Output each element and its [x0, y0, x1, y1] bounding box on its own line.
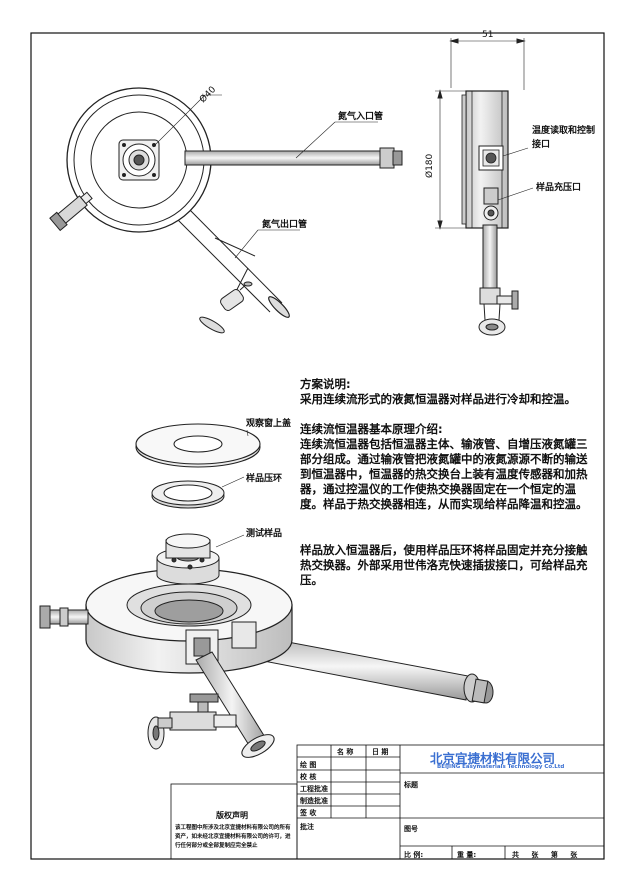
exploded-view [39, 423, 494, 758]
row-check: 校 核 [300, 773, 317, 781]
desc-heading-2: 连续流恒温器基本原理介绍: [300, 422, 443, 436]
nitrogen-inlet-label: 氮气入口管 [338, 112, 384, 122]
side-view [234, 38, 534, 336]
copyright-text: 该工程图中所涉及北京宜捷材料有限公司的所有资产，如未经北京宜捷材料有限公司的许可… [175, 825, 291, 849]
company-name-en: BEIJING Easymaterials Technology Co.Ltd [437, 764, 565, 770]
weight-label: 重 量: [457, 851, 477, 859]
row-mfg-approve: 制造批准 [300, 797, 328, 805]
desc-paragraph-1: 采用连续流形式的液氮恒温器对样品进行冷却和控温。 [300, 392, 576, 406]
scale-label: 比 例: [404, 851, 424, 859]
desc-paragraph-2: 连续流恒温器包括恒温器主体、输液管、自增压液氮罐三部分组成。通过输液管把液氮罐中… [300, 437, 588, 511]
row-receive: 签 收 [300, 809, 317, 817]
row-eng-approve: 工程批准 [300, 785, 328, 793]
remark-label: 批注 [300, 823, 314, 831]
sheet-label: 共 张 第 张 [512, 851, 578, 859]
desc-heading-1: 方案说明: [300, 377, 351, 391]
row-draw: 绘 图 [300, 761, 317, 769]
desc-paragraph-3: 样品放入恒温器后，使用样品压环将样品固定并充分接触热交换器。外部采用世伟洛克快速… [300, 543, 588, 587]
drawing-no-label: 图号 [404, 825, 418, 833]
company-name-cn: 北京宜捷材料有限公司 [430, 751, 556, 766]
title-block [170, 744, 605, 860]
sample-ring-label: 样品压环 [246, 474, 283, 484]
top-view [49, 87, 403, 334]
sample-port-label: 样品充压口 [536, 183, 582, 193]
nitrogen-outlet-label: 氮气出口管 [262, 220, 308, 230]
dim-dia180-label: Ø180 [425, 153, 435, 178]
col-name-header: 名 称 [337, 748, 354, 756]
title-label: 标题 [404, 781, 418, 789]
copyright-title: 版权声明 [216, 811, 248, 820]
col-date-header: 日 期 [372, 748, 389, 756]
dim-width-label: 51 [482, 30, 494, 40]
test-sample-label: 测试样品 [246, 529, 283, 539]
window-cover-label: 观察窗上盖 [246, 419, 292, 429]
temp-port-label: 温度读取和控制接口 [532, 126, 596, 150]
